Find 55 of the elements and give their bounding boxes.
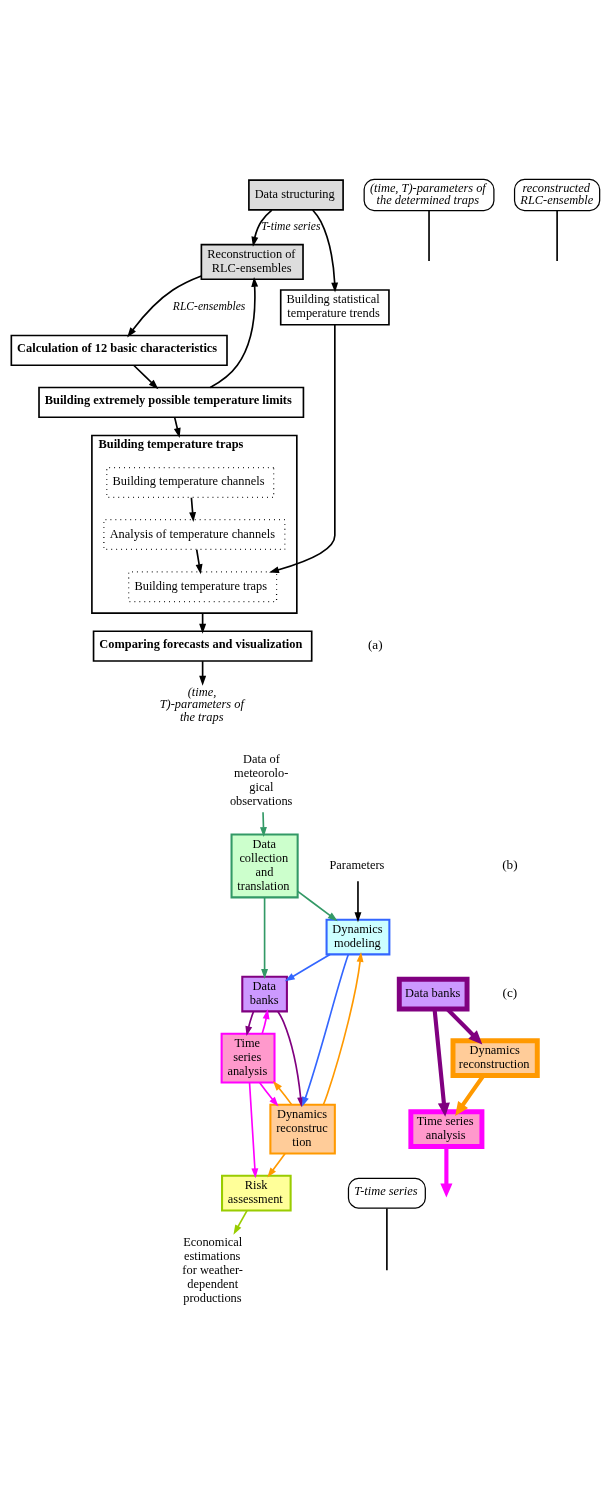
arrow [195, 548, 203, 575]
arrow [432, 1008, 450, 1117]
node-box: Reconstruction of RLC-ensembles [200, 243, 304, 281]
label: (c) [502, 985, 518, 1001]
node-box: (time, T)-parameters of the determined traps [363, 178, 495, 212]
node-box: Building extremely possible temperature limits [38, 386, 305, 419]
arrow [269, 324, 336, 574]
label: (a) [367, 637, 383, 653]
node-text: Data of meteorolo- gical observations [229, 751, 293, 808]
label: (b) [502, 857, 518, 873]
arrow [284, 953, 331, 982]
node-text: (time, T)-parameters of the traps [159, 684, 244, 724]
node-box: Calculation of 12 basic characteristics [10, 334, 228, 367]
arrow [248, 1081, 259, 1179]
node-box: Building statistical temperature trends [279, 289, 390, 326]
node-box: Risk assessment [221, 1174, 292, 1212]
arrow [261, 896, 269, 979]
arrow [261, 1009, 270, 1035]
node-box: T-time series [347, 1177, 426, 1209]
node-box: Data banks [241, 975, 288, 1013]
edge-label: RLC-ensembles [172, 299, 246, 313]
node-box: Time series analysis [220, 1032, 276, 1084]
arrow [251, 209, 273, 247]
arrow [258, 1081, 279, 1107]
node-box: Data structuring [248, 179, 344, 211]
node-box: Time series analysis [408, 1109, 485, 1149]
node-box: Dynamics modeling [325, 918, 391, 956]
arrow [311, 209, 339, 293]
arrow [354, 880, 362, 923]
node-box: Analysis of temperature channels [103, 519, 286, 551]
node-box: Comparing forecasts and visualization [92, 630, 313, 662]
arrow [133, 364, 159, 390]
arrow [245, 1010, 255, 1037]
connector [428, 210, 430, 262]
arrow [260, 811, 267, 838]
node-box: Building temperature channels [106, 467, 275, 499]
node-text: Parameters [329, 857, 385, 872]
arrow [267, 1152, 286, 1178]
arrow [233, 1209, 248, 1235]
arrow [440, 1146, 453, 1198]
arrow [322, 952, 364, 1106]
node-box: reconstructed RLC-ensemble [513, 178, 601, 212]
connector [386, 1207, 388, 1272]
node-box: Data banks [396, 976, 470, 1012]
connector [556, 210, 558, 262]
node-box: Building temperature traps [128, 571, 278, 603]
edge-label: T-time series [261, 219, 321, 233]
node-box: Data collection and translation [230, 833, 299, 899]
node-box: Dynamics reconstruction [450, 1038, 540, 1078]
arrow [296, 890, 338, 922]
node-box: Dynamics reconstruc tion [269, 1103, 336, 1155]
node-text: Economical estimations for weather- dependent productions [182, 1235, 243, 1306]
arrow [272, 1080, 293, 1106]
arrow [127, 275, 203, 338]
arrow [302, 953, 350, 1107]
